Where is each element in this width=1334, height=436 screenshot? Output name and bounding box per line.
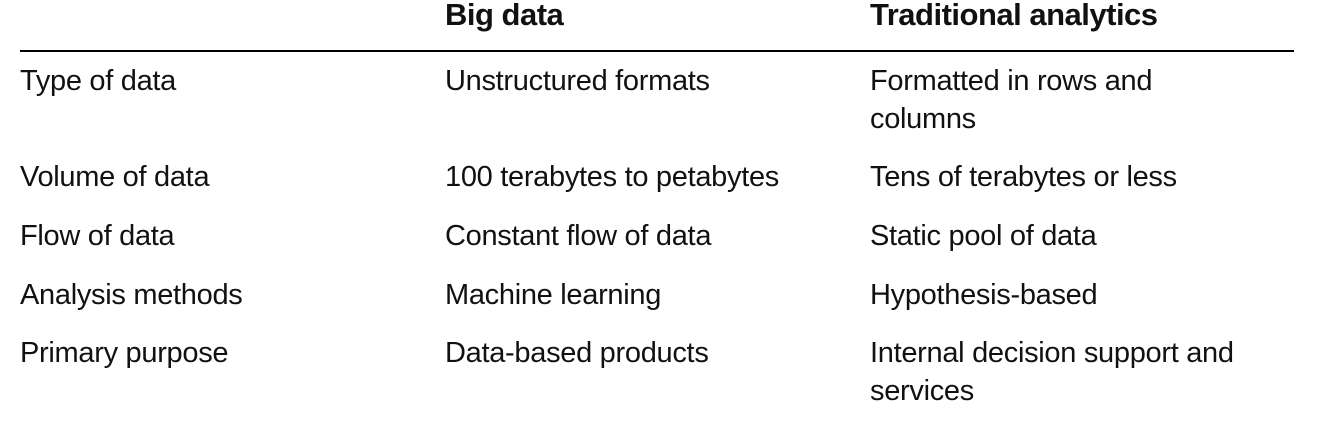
row-label: Type of data xyxy=(20,65,177,97)
row-label: Volume of data xyxy=(20,161,210,193)
big-data-value: Constant flow of data xyxy=(445,220,712,252)
big-data-value: Machine learning xyxy=(445,279,662,311)
row-label: Primary purpose xyxy=(20,337,229,369)
traditional-value: Tens of terabytes or less xyxy=(870,161,1177,193)
row-label: Flow of data xyxy=(20,220,175,252)
table-header: Big data Traditional analytics xyxy=(20,0,1294,52)
header-traditional-analytics: Traditional analytics xyxy=(870,0,1158,32)
header-big-data: Big data xyxy=(445,0,564,32)
big-data-value: 100 terabytes to petabytes xyxy=(445,161,779,193)
traditional-value: Formatted in rows and columns xyxy=(870,65,1153,135)
row-label: Analysis methods xyxy=(20,279,243,311)
traditional-value: Internal decision support and services xyxy=(870,337,1234,407)
comparison-table: Big data Traditional analytics Type of d… xyxy=(20,0,1294,407)
traditional-value: Hypothesis-based xyxy=(870,279,1098,311)
big-data-value: Unstructured formats xyxy=(445,65,710,97)
big-data-value: Data-based products xyxy=(445,337,709,369)
traditional-value: Static pool of data xyxy=(870,220,1097,252)
